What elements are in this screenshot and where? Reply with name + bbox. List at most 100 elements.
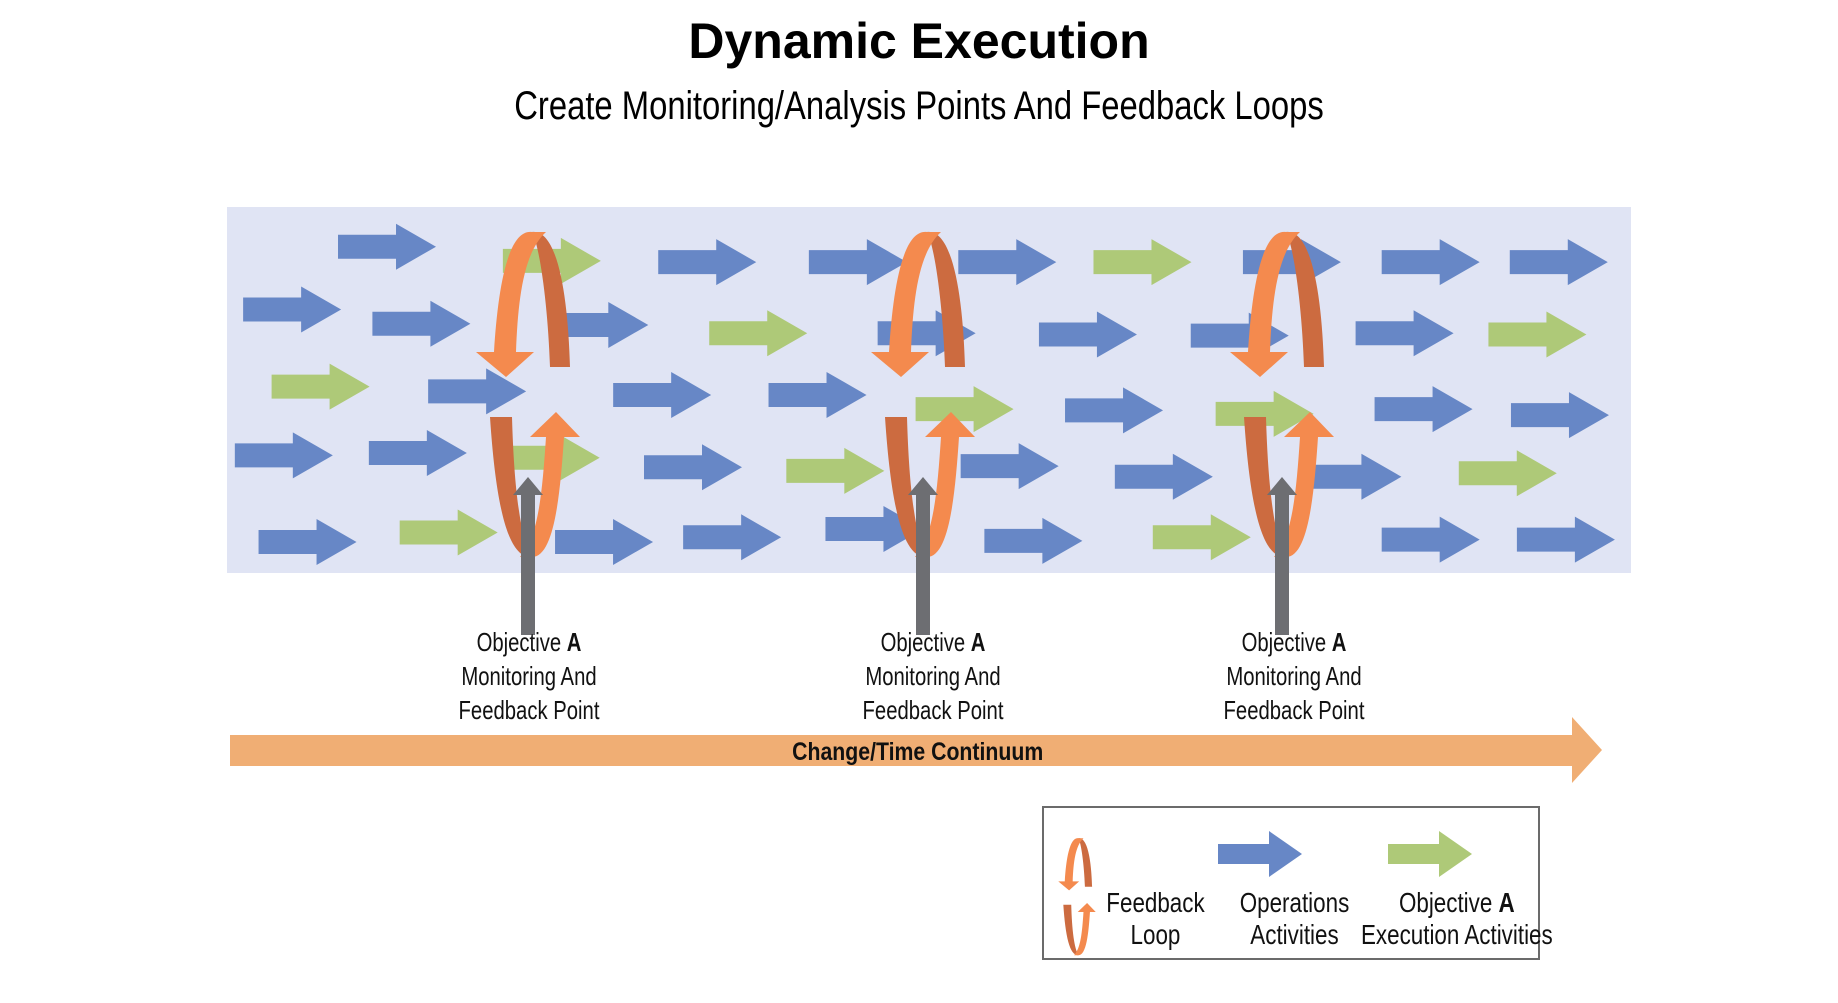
loop-back-strip [1244, 417, 1286, 558]
operations-arrow [1038, 311, 1137, 358]
objective-arrow [271, 363, 370, 410]
pointer-arrow [513, 477, 543, 635]
objective-arrow [1458, 450, 1557, 497]
loop-front-strip [476, 231, 546, 377]
operations-arrow [368, 430, 467, 477]
operations-arrow [555, 519, 654, 566]
objective-arrow [786, 447, 885, 494]
loop-back-strip [1063, 904, 1079, 956]
diagram-title: Dynamic Execution [688, 13, 1150, 69]
feedback-loop-1 [476, 231, 580, 635]
operations-arrow [1381, 516, 1480, 563]
label-objective: Objective [1241, 627, 1327, 657]
timeline-arrow-shape [230, 717, 1602, 783]
legend-feedback-line1: Feedback [1106, 887, 1205, 918]
timeline-label: Change/Time Continuum [0, 738, 1838, 767]
operations-arrow [550, 301, 649, 348]
loop-back-strip [1078, 838, 1093, 887]
feedback-loops [476, 231, 1334, 635]
operations-arrow [808, 239, 907, 286]
operations-arrow [658, 239, 757, 286]
feedback-loop-icon [1058, 838, 1096, 956]
timeline-arrow [230, 717, 1602, 783]
feedback-loop-legend [1058, 838, 1096, 956]
feedback-loop-2 [871, 231, 975, 635]
label-line2: Monitoring And [865, 661, 1001, 691]
operations-arrow [1516, 516, 1615, 563]
label-line3: Feedback Point [458, 695, 600, 725]
pointer-arrow [908, 477, 938, 635]
operations-arrow-icon [1218, 831, 1302, 877]
loop-back-strip [927, 231, 965, 367]
operations-arrow [958, 239, 1057, 286]
loop-front-strip [520, 412, 580, 557]
loop-back-strip [885, 417, 927, 558]
operations-arrow [1509, 239, 1608, 286]
operations-arrow [1381, 239, 1480, 286]
objective-arrow-icon [1388, 831, 1472, 877]
operations-arrow [1374, 386, 1473, 433]
operations-arrow [683, 514, 782, 561]
legend-objective-line2: Execution Activities [1360, 919, 1553, 950]
operations-arrow [243, 286, 342, 333]
operations-arrow [1303, 453, 1402, 500]
objective-arrow [1388, 831, 1472, 877]
legend-operations-line2: Activities [1249, 919, 1339, 950]
label-objective: Objective [476, 627, 562, 657]
timeline-label-text: Change/Time Continuum [792, 738, 1044, 766]
objective-arrow [1093, 239, 1192, 286]
legend-objective-letter: A [1498, 887, 1515, 918]
label-objective-letter: A [970, 627, 986, 657]
legend-icons [1058, 831, 1472, 956]
operations-arrow [984, 517, 1083, 564]
loop-front-strip [1274, 412, 1334, 557]
loop-front-strip [1058, 838, 1084, 891]
operations-arrow [1065, 387, 1164, 434]
operations-arrow [1218, 831, 1302, 877]
operations-arrow [428, 368, 527, 415]
objective-arrow [709, 310, 808, 357]
monitoring-point-label-3: Objective A Monitoring And Feedback Poin… [1200, 625, 1387, 727]
loop-front-strip [1074, 903, 1096, 956]
loop-back-strip [490, 417, 532, 558]
objective-arrow [915, 386, 1014, 433]
label-line2: Monitoring And [1226, 661, 1362, 691]
legend-operations-line1: Operations [1239, 887, 1349, 918]
operations-arrow [234, 432, 333, 479]
operations-arrow [960, 443, 1059, 490]
operations-arrow [643, 444, 742, 491]
label-line3: Feedback Point [1223, 695, 1365, 725]
loop-front-strip [915, 412, 975, 557]
operations-arrow [768, 371, 867, 418]
operations-arrow [372, 300, 471, 347]
loop-back-strip [532, 231, 570, 367]
monitoring-point-label-1: Objective A Monitoring And Feedback Poin… [435, 625, 622, 727]
operations-arrow [1355, 310, 1454, 357]
operations-arrow [258, 519, 357, 566]
label-objective: Objective [880, 627, 966, 657]
legend-objective-prefix: Objective [1398, 887, 1492, 918]
objective-arrow [1152, 514, 1251, 561]
loop-front-strip [1230, 231, 1300, 377]
feedback-loop-3 [1230, 231, 1334, 635]
label-line2: Monitoring And [461, 661, 597, 691]
objective-arrow [399, 509, 498, 556]
operations-arrow [1510, 392, 1609, 439]
label-objective-letter: A [1331, 627, 1347, 657]
pointer-arrow [1267, 477, 1297, 635]
legend-feedback-line2: Loop [1130, 919, 1181, 950]
monitoring-point-label-2: Objective A Monitoring And Feedback Poin… [839, 625, 1026, 727]
loop-back-strip [1286, 231, 1324, 367]
operations-arrow [338, 223, 437, 270]
loop-front-strip [871, 231, 941, 377]
diagram-subtitle: Create Monitoring/Analysis Points And Fe… [514, 84, 1324, 128]
operations-arrow [613, 371, 712, 418]
objective-arrow [1215, 390, 1314, 437]
operations-arrow [1114, 453, 1213, 500]
label-line3: Feedback Point [862, 695, 1004, 725]
label-objective-letter: A [566, 627, 582, 657]
